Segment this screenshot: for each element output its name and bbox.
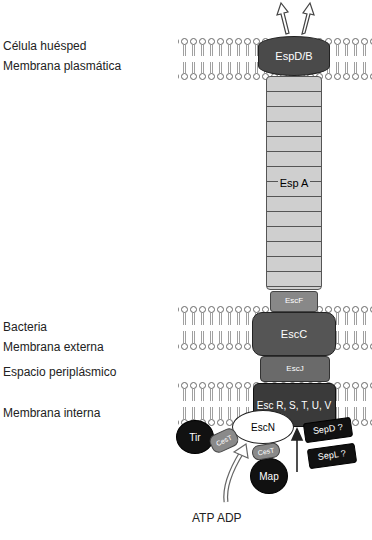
node-label: EscJ [285,365,304,374]
region-label: Membrana plasmática [3,60,121,74]
region-label: Membrana externa [3,341,104,355]
node-label: EspD/B [274,50,313,62]
atp-arrow [226,444,248,502]
region-label: Célula huésped [3,40,86,54]
filament-stack: Esp A [266,76,322,290]
secretion-arrows [277,3,314,34]
secretin-ring: EscC [252,312,336,356]
node-label: CesT [214,433,234,448]
node-label: SepD ? [311,423,344,437]
atpase: EscN [232,410,294,444]
node-label: SepL ? [316,449,347,463]
effector-blob: Tir [176,420,214,454]
node-label: EscF [284,297,304,306]
node-label: EscN [250,422,276,433]
needle-tip: EspD/B [258,36,330,76]
region-label: Membrana interna [3,407,100,421]
region-label: Espacio periplásmico [3,366,116,380]
node-label: CesT [256,446,276,457]
region-label: ATP ADP [192,512,242,526]
node-label: Map [258,471,279,482]
node-label: Tir [188,432,201,443]
node-label: EscC [280,328,308,340]
region-label: Bacteria [3,321,47,335]
node-label: Esp A [278,176,311,190]
node-label: Esc R, S, T, U, V [256,400,332,411]
periplasmic-ring: EscJ [260,356,330,382]
chaperone: CesT [251,442,281,462]
effector-blob: Map [250,458,288,494]
entry-arrow [292,429,302,472]
inner-rod: EscF [270,291,318,312]
regulator-box: SepL ? [307,443,357,469]
